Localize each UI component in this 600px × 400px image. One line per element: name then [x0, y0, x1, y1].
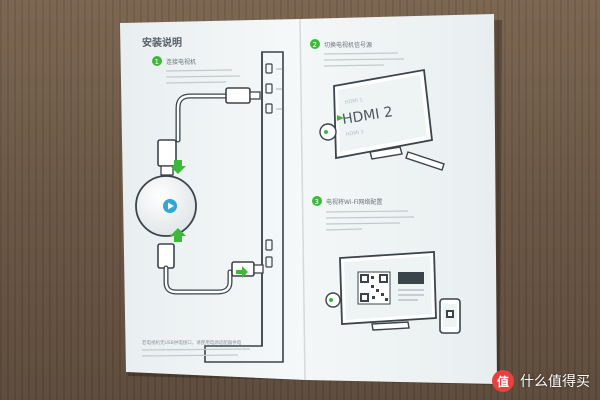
- tv-ports-bottom: [265, 239, 273, 268]
- qr-code-icon: [357, 271, 391, 305]
- step-1-text-lines: [165, 69, 241, 84]
- footnote-lines: [141, 348, 251, 357]
- step-3-heading: 电视将Wi-Fi网络配置: [326, 198, 382, 206]
- watermark: 值 什么值得买: [492, 370, 590, 392]
- tv-ports-top: [265, 63, 273, 114]
- step-2-badge: [310, 39, 320, 49]
- step-1-badge: [152, 56, 162, 66]
- step-2-heading: 切换电视机信号源: [324, 41, 372, 49]
- watermark-text: 什么值得买: [520, 374, 590, 390]
- tv-input-hdmi-1: HDMI 1: [344, 97, 363, 106]
- footnote: 若电视机无USB供电接口，请使用电源适配器供电: [142, 339, 242, 346]
- watermark-badge: 值: [492, 370, 514, 392]
- leaflet-title: 安装说明: [142, 36, 182, 49]
- step-1-heading: 连接电视机: [166, 58, 196, 66]
- hdmi-plug-device: [157, 139, 177, 167]
- step-3-number: 3: [315, 198, 319, 206]
- remote-control: [405, 151, 445, 171]
- arrow-up-icon: [170, 228, 186, 242]
- usb-plug-device: [157, 243, 175, 269]
- arrow-right-icon: [236, 266, 248, 278]
- step-2-number: 2: [313, 41, 317, 49]
- screen-info-block: [398, 272, 424, 284]
- hdmi-plug-tv: [225, 87, 251, 104]
- tv-input-hdmi-2: HDMI 2: [341, 104, 394, 128]
- smartphone-icon: [439, 298, 461, 334]
- step-3-badge: [312, 196, 322, 206]
- step-1-number: 1: [155, 58, 159, 66]
- fold-line: [299, 18, 306, 381]
- arrow-down-icon: [170, 160, 186, 174]
- tv-input-hdmi-3: HDMI 3: [345, 129, 364, 138]
